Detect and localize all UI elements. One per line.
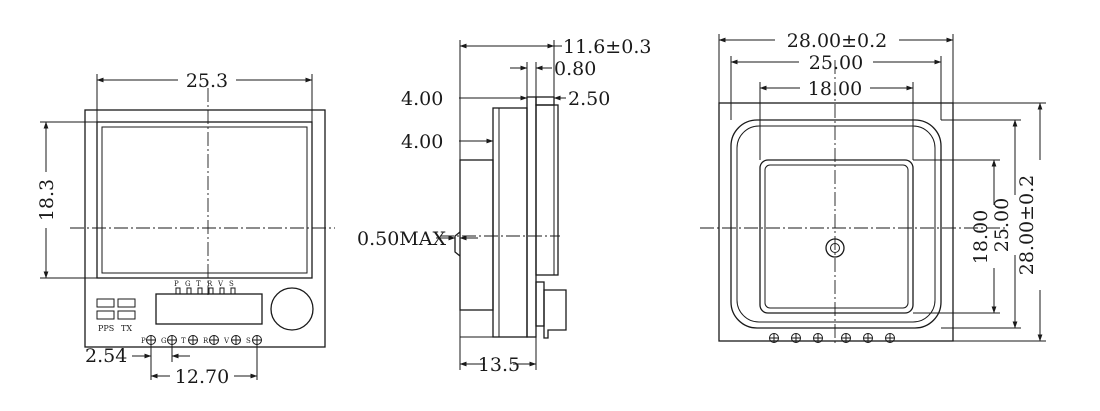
pin-label-r: R bbox=[207, 280, 213, 288]
side-bump bbox=[454, 231, 461, 257]
svg-text:G: G bbox=[161, 337, 167, 345]
side-connector-base bbox=[535, 281, 545, 327]
side-400a-label: 4.00 bbox=[401, 88, 443, 110]
led-tx-label: TX bbox=[121, 324, 132, 333]
led-pps-label: PPS bbox=[98, 324, 114, 333]
side-050max-label: 0.50MAX bbox=[357, 228, 446, 250]
led-pad-3 bbox=[96, 310, 115, 320]
span-label: 12.70 bbox=[175, 366, 229, 388]
top-outer-square bbox=[718, 102, 954, 342]
pin-label-v: V bbox=[217, 280, 224, 288]
front-antenna-body bbox=[96, 121, 313, 279]
bottom-pin-holes bbox=[146, 335, 262, 345]
pin-label-p: P bbox=[174, 280, 179, 288]
side-top-plate bbox=[535, 96, 555, 106]
top-antenna-outer bbox=[730, 119, 942, 329]
side-135-label: 13.5 bbox=[478, 354, 520, 376]
svg-text:S: S bbox=[246, 337, 251, 345]
top-pin-holes bbox=[769, 333, 895, 343]
top-mid-w-label: 25.00 bbox=[809, 52, 863, 74]
top-outer-h-label: 28.00±0.2 bbox=[1016, 175, 1038, 276]
side-antenna-ceramic bbox=[535, 104, 559, 276]
pin-label-s: S bbox=[229, 280, 234, 288]
pitch-label: 2.54 bbox=[85, 345, 127, 367]
side-250-label: 2.50 bbox=[568, 88, 610, 110]
top-inner-h-label: 18.00 bbox=[970, 210, 992, 264]
front-view: 25.3 18.3 PPS TX P G T R V S bbox=[36, 70, 335, 388]
side-080-label: 0.80 bbox=[554, 58, 596, 80]
svg-text:P: P bbox=[141, 337, 146, 345]
side-view: 11.6±0.3 0.80 4.00 2.50 4.00 0.50MAX 13.… bbox=[357, 36, 651, 376]
pin-label-t: T bbox=[196, 280, 201, 288]
mounting-hole bbox=[270, 287, 314, 331]
top-antenna-outer-inner bbox=[736, 125, 936, 323]
top-patch bbox=[759, 159, 914, 314]
top-mid-h-label: 25.00 bbox=[991, 198, 1013, 252]
front-width-label: 25.3 bbox=[186, 70, 228, 92]
svg-text:V: V bbox=[223, 337, 230, 345]
pin-labels-top: P G T R V S bbox=[174, 280, 234, 288]
side-back-component bbox=[459, 159, 494, 311]
side-total-label: 11.6±0.3 bbox=[563, 36, 651, 58]
svg-text:T: T bbox=[181, 337, 186, 345]
top-view: 28.00±0.2 25.00 18.00 18.00 25.00 28.00±… bbox=[700, 30, 1046, 345]
led-pad-4 bbox=[117, 310, 136, 320]
pin-labels-bottom: P G T R V S bbox=[141, 337, 251, 345]
led-pad-2 bbox=[117, 298, 136, 308]
led-pad-1 bbox=[96, 298, 115, 308]
side-400b-label: 4.00 bbox=[401, 131, 443, 153]
top-inner-w-label: 18.00 bbox=[808, 78, 862, 100]
front-pcb-outline bbox=[84, 109, 326, 348]
side-back-lower bbox=[459, 309, 494, 338]
side-pcb bbox=[526, 96, 537, 338]
front-height-label: 18.3 bbox=[36, 179, 58, 221]
connector-body bbox=[155, 293, 263, 325]
front-antenna-inner bbox=[101, 126, 308, 274]
top-patch-inner bbox=[764, 164, 909, 309]
connector-pins bbox=[175, 287, 236, 295]
side-module-shield bbox=[492, 107, 528, 338]
top-outer-w-label: 28.00±0.2 bbox=[787, 30, 888, 52]
side-connector bbox=[543, 289, 567, 339]
pin-label-g: G bbox=[185, 280, 191, 288]
svg-text:R: R bbox=[203, 337, 209, 345]
